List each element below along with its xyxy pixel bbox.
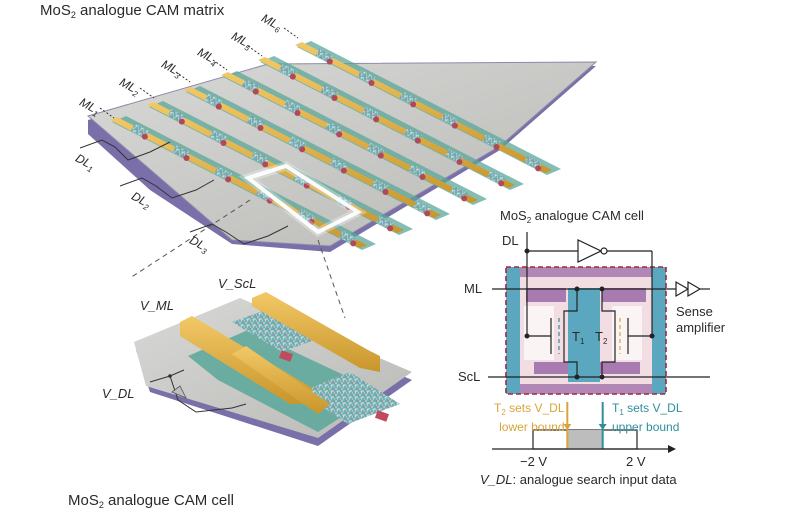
gate-contact: [535, 165, 542, 172]
gate-contact: [424, 210, 431, 217]
gate-contact: [461, 195, 468, 202]
dl-label: DL: [502, 233, 519, 248]
sense-amplifier-label: Sense amplifier: [676, 304, 726, 335]
gate-contact: [382, 189, 389, 195]
gate-contact: [257, 125, 264, 131]
matrix-title: MoS2 analogue CAM matrix: [40, 2, 225, 20]
transistor-t1-label: T1: [572, 329, 585, 346]
transistor-t2-label: T2: [595, 329, 608, 346]
gate-contact: [340, 167, 347, 174]
gate-contact: [456, 159, 463, 165]
gate-contact: [493, 144, 500, 150]
circuit-schematic: [488, 232, 710, 453]
highlighted-cell-frame: [238, 161, 368, 238]
gate-contact: [220, 140, 227, 146]
cell-3d-illustration: [134, 292, 412, 446]
lower-bound-note: T2 sets V_DL lower bound: [494, 401, 565, 434]
gate-contact: [368, 80, 375, 86]
gate-contact: [183, 155, 190, 161]
gate-contact: [262, 161, 269, 168]
gate-contact: [410, 101, 417, 108]
gate-contact: [294, 110, 301, 116]
gate-contact: [326, 58, 333, 65]
data-line-wires: [79, 139, 289, 245]
zoom-projection-lines: [129, 199, 346, 319]
gate-contact: [419, 174, 426, 180]
gate-contact: [377, 152, 384, 159]
cell-3d-title: MoS2 analogue CAM cell: [68, 492, 234, 510]
cell-boundary: [505, 266, 667, 395]
axis-min-label: −2 V: [520, 454, 548, 469]
gate-contact: [387, 225, 394, 232]
scl-label: ScL: [458, 369, 481, 384]
gate-contact: [350, 240, 357, 247]
gate-contact: [414, 137, 421, 144]
gate-contact: [498, 180, 505, 187]
range-selected-fill: [567, 430, 603, 449]
v-ml-label: V_ML: [140, 298, 174, 313]
gate-contact: [373, 116, 380, 123]
gate-contact: [178, 118, 185, 125]
upper-bound-arrow: [598, 424, 607, 430]
gate-contact: [266, 197, 273, 204]
gate-contact: [299, 146, 306, 153]
gate-contact: [252, 88, 259, 95]
gate-contact: [451, 122, 458, 129]
ml-label: ML: [464, 281, 483, 296]
upper-bound-note: T1 sets V_DL upper bound: [612, 401, 683, 434]
gate-contact: [289, 73, 296, 80]
axis-caption: V_DL: analogue search input data: [480, 472, 677, 487]
axis-arrowhead: [668, 445, 676, 453]
gate-contact: [336, 131, 343, 138]
circuit-title: MoS2 analogue CAM cell: [500, 208, 644, 225]
gate-contact: [141, 133, 148, 140]
match-line-arrows: [99, 27, 299, 119]
search-range-axis: [492, 402, 676, 453]
gate-contact: [215, 103, 222, 110]
axis-max-label: 2 V: [626, 454, 646, 469]
v-scl-label: V_ScL: [218, 276, 257, 291]
gate-contact: [303, 182, 310, 189]
lower-bound-arrow: [563, 424, 572, 430]
v-dl-label: V_DL: [102, 386, 135, 401]
gate-contact: [225, 176, 232, 183]
gate-contact: [331, 95, 338, 101]
